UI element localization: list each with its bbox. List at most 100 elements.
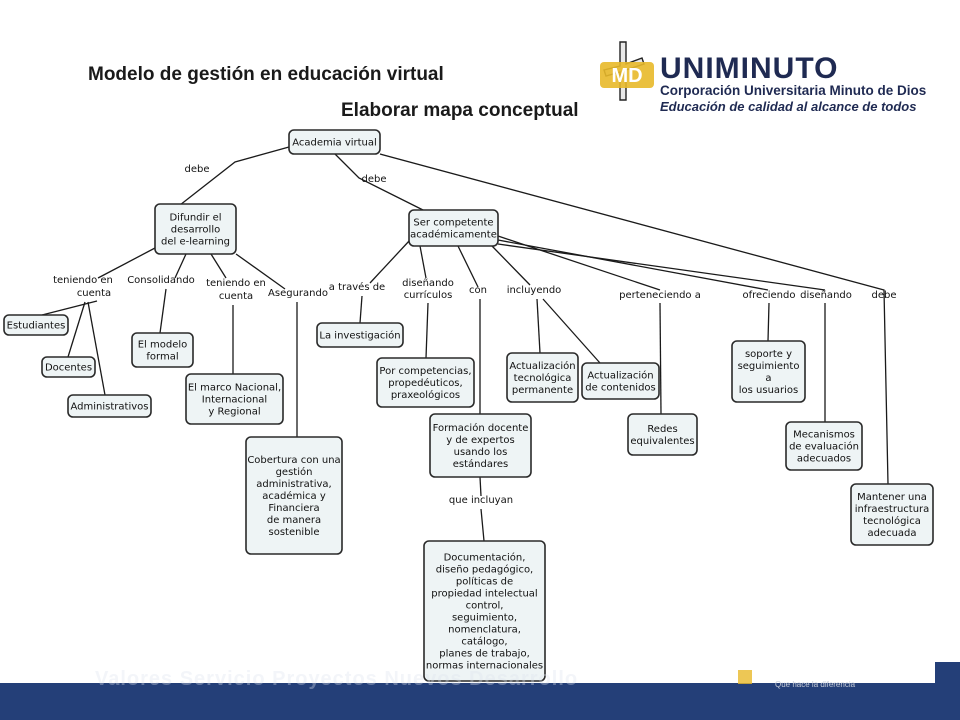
concept-text: Academia virtual [292, 138, 377, 149]
connector-line [480, 508, 485, 542]
concept-text: Administrativos [71, 402, 149, 413]
concept-node-administrativos: Administrativos [67, 394, 152, 418]
concept-text: Financiera [268, 503, 319, 514]
connector-line [334, 153, 426, 212]
footer-logo-icon [738, 670, 752, 684]
concept-box [154, 203, 237, 255]
connector-line [235, 253, 286, 290]
concept-text: estándares [453, 458, 508, 470]
connector-line [67, 301, 86, 358]
concept-text: Ser competente [413, 218, 493, 229]
link-label: ofreciendo [743, 290, 796, 301]
connector-line [359, 295, 363, 324]
link-label: incluyendo [507, 285, 562, 296]
connector-line [767, 302, 770, 342]
connector-line [369, 239, 411, 284]
concept-text: Actualización [509, 360, 575, 372]
connector-line [379, 153, 889, 485]
concept-text: y Regional [208, 407, 260, 418]
concept-box [288, 129, 381, 155]
concept-text: formal [146, 352, 178, 363]
concept-text: La investigación [319, 330, 400, 342]
concept-text: soporte y [745, 349, 792, 360]
concept-text: sostenible [268, 527, 319, 538]
connector-line [536, 298, 541, 354]
concept-text: catálogo, [461, 636, 507, 648]
concept-box [429, 413, 532, 478]
logo-line1: Corporación Universitaria Minuto de Dios [660, 83, 927, 98]
link-label: teniendo en [53, 275, 113, 286]
concept-text: del e-learning [161, 237, 230, 248]
concept-text: diseño pedagógico, [436, 564, 534, 576]
concept-text: seguimiento [738, 361, 800, 372]
logo-name: UNIMINUTO [660, 52, 839, 85]
connector-line [491, 245, 531, 286]
concept-node-documentacion: Documentación,diseño pedagógico,política… [423, 540, 546, 682]
connector-line [479, 476, 482, 497]
concept-text: Estudiantes [7, 321, 66, 332]
concept-node-competencias: Por competencias,propedéuticos,praxeológ… [376, 357, 475, 408]
concept-text: propiedad intelectual [431, 589, 537, 600]
connector-line [659, 302, 662, 415]
link-label: diseñando [402, 278, 454, 289]
footer-tagline: Que hace la diferencia [775, 680, 856, 689]
concept-text: El modelo [138, 340, 188, 351]
concept-text: usando los [454, 447, 508, 458]
concept-text: Docentes [45, 363, 92, 374]
concept-box [423, 540, 546, 682]
link-label: currículos [404, 289, 453, 301]
concept-text: desarrollo [171, 225, 220, 236]
concept-text: El marco Nacional, [188, 383, 281, 394]
concept-node-academia: Academia virtual [288, 129, 381, 155]
connector-line [159, 288, 167, 334]
concept-text: políticas de [456, 576, 513, 588]
link-label: debe [872, 290, 897, 301]
concept-text: Mecanismos [793, 430, 855, 441]
concept-text: tecnológica [514, 372, 572, 384]
link-label: Consolidando [127, 275, 195, 286]
concept-text: gestión [276, 466, 313, 478]
concept-box [131, 332, 194, 368]
concept-box [408, 209, 499, 247]
connector-line [497, 239, 769, 291]
concept-node-mantener: Mantener unainfraestructuratecnológicaad… [850, 483, 934, 546]
logo-initials: MD [611, 65, 642, 87]
concept-box [3, 314, 69, 336]
connector-line [174, 253, 187, 279]
concept-node-investigacion: La investigación [316, 322, 404, 348]
connector-line [179, 146, 290, 206]
concept-text: permanente [512, 385, 573, 396]
concept-box [731, 340, 806, 403]
concept-text: Por competencias, [379, 366, 471, 377]
concept-text: Actualización [587, 370, 653, 382]
logo-line2: Educación de calidad al alcance de todos [660, 99, 917, 114]
link-label: a través de [329, 281, 385, 293]
footer-text: Valores Servicio Proyectos Nuevos Desarr… [95, 668, 579, 690]
concept-text: nomenclatura, [448, 625, 521, 636]
connector-line [419, 245, 427, 279]
link-label: perteneciendo a [619, 290, 701, 301]
concept-box [581, 362, 660, 400]
link-label: Asegurando [268, 288, 328, 299]
concept-box [245, 436, 343, 555]
link-label: debe [362, 174, 387, 185]
concept-box [316, 322, 404, 348]
concept-box [376, 357, 475, 408]
concept-text: de contenidos [585, 383, 656, 394]
concept-text: y de expertos [446, 435, 515, 446]
concept-box [185, 373, 284, 425]
concept-text: a [765, 373, 771, 384]
concept-text: seguimiento, [452, 613, 517, 624]
concept-text: Internacional [202, 395, 267, 406]
connector-line [457, 245, 479, 288]
concept-box [850, 483, 934, 546]
